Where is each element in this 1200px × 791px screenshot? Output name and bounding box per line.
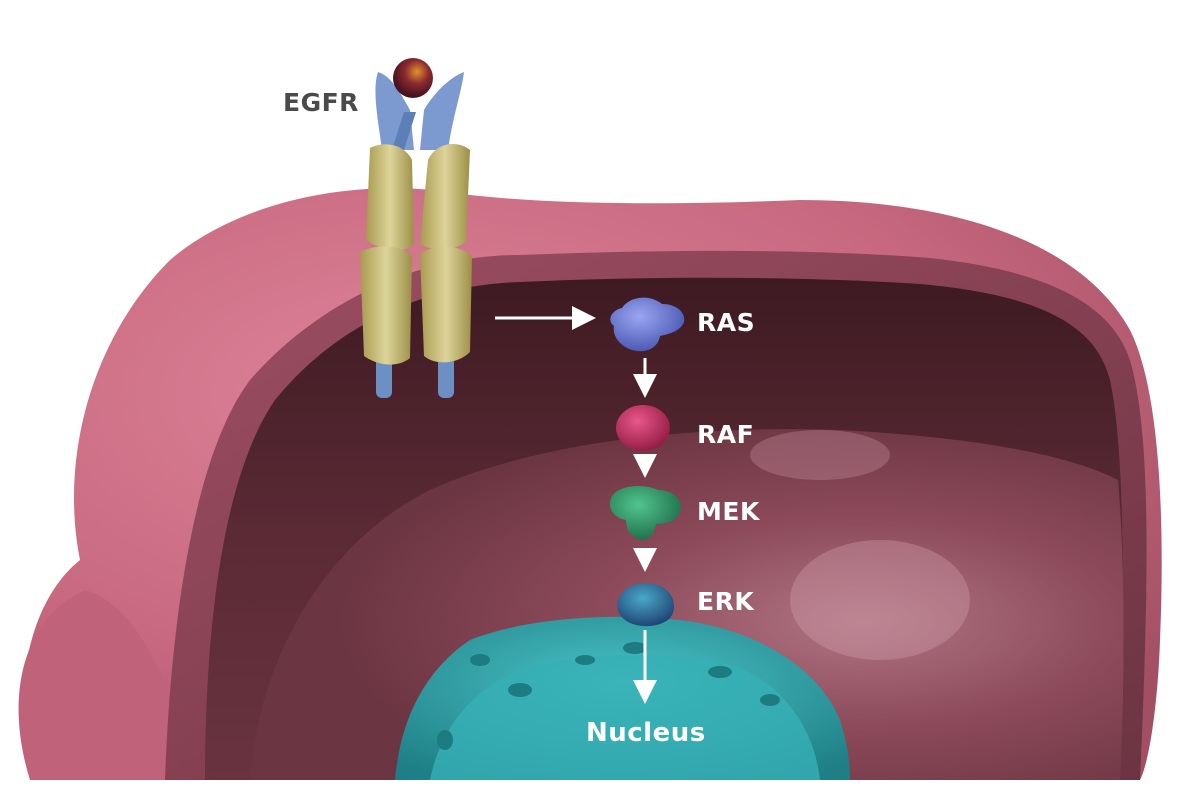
egfr-receptor	[360, 58, 472, 398]
egfr-domain-left-upper	[366, 144, 414, 251]
floor-highlight-2	[750, 430, 890, 480]
label-mek: MEK	[697, 497, 760, 526]
label-egfr: EGFR	[283, 88, 359, 117]
egfr-domain-left-lower	[360, 246, 412, 365]
mek-protein	[609, 486, 681, 541]
ras-protein	[610, 297, 685, 352]
label-erk: ERK	[697, 587, 755, 616]
nuclear-pores	[437, 642, 780, 750]
raf-protein	[616, 405, 670, 451]
label-nucleus: Nucleus	[586, 718, 706, 748]
egfr-domain-right-upper	[420, 144, 470, 250]
floor-highlight	[790, 540, 970, 660]
label-ras: RAS	[697, 308, 756, 337]
label-raf: RAF	[697, 420, 755, 449]
egfr-domain-right-lower	[420, 246, 472, 363]
erk-protein	[617, 583, 675, 627]
membrane-lobe	[18, 590, 173, 780]
egf-ligand	[393, 58, 433, 98]
